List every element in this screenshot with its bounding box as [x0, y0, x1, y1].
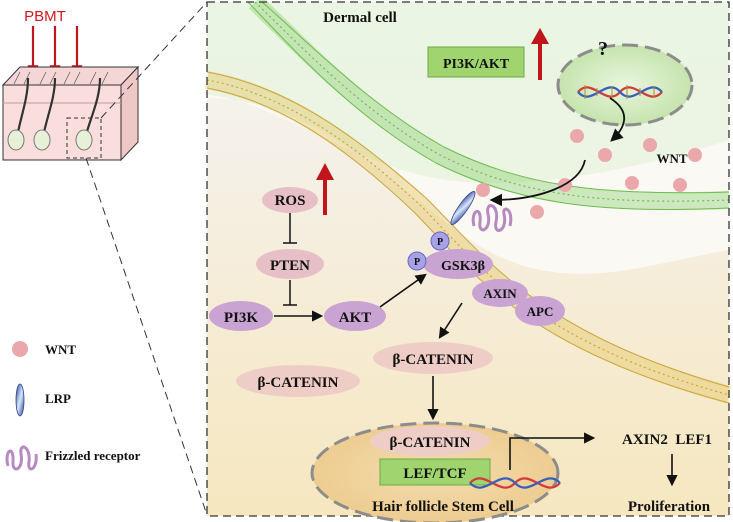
pbmt-arrows [27, 26, 83, 77]
legend: WNT LRP Frizzled receptor [5, 341, 141, 471]
beta-catenin-nucleus-label: β-CATENIN [390, 435, 471, 451]
frizzled-receptor-icon [471, 204, 513, 232]
phospho-site-2 [407, 251, 427, 271]
stem-cell-membrane [205, 71, 732, 404]
dermal-cell-title: Dermal cell [323, 10, 397, 26]
pi3k-label: PI3K [224, 310, 259, 326]
ros-up-arrow-icon [316, 163, 334, 215]
question-mark: ? [598, 38, 608, 60]
skin-cube: PBMT [1, 8, 140, 162]
lrp-icon [450, 191, 476, 225]
lrp-legend-icon [15, 383, 25, 417]
zoom-panel: Dermal cell PI3K/AKT ? [205, 0, 732, 522]
lef-tcf-label: LEF/TCF [403, 466, 466, 482]
pi3k-akt-label: PI3K/AKT [443, 57, 510, 72]
dermal-cell-membrane [247, 0, 730, 211]
proliferation-label: Proliferation [628, 499, 711, 515]
apc-label: APC [527, 304, 554, 319]
legend-lrp-label: LRP [45, 391, 71, 406]
ros-label: ROS [275, 193, 306, 209]
pi3k-akt-box [427, 46, 525, 78]
beta-catenin-free-label: β-CATENIN [258, 375, 339, 391]
ros-inhibits-pten [283, 213, 297, 244]
akt-to-gsk3b-arrow [379, 273, 427, 308]
pi3k-node [209, 301, 273, 331]
axin-label: AXIN [483, 286, 517, 301]
pten-node [256, 249, 324, 279]
complex-to-catenin-arrow [438, 302, 463, 339]
gsk3b-label: GSK3β [441, 259, 485, 274]
beta-catenin-nucleus-node [370, 426, 490, 456]
zoom-guide-lines [85, 1, 208, 516]
wnt-to-receptor-arrow [489, 159, 586, 207]
ros-node [262, 187, 318, 213]
beta-catenin-cytoplasm-label: β-CATENIN [393, 352, 474, 368]
phospho-label-2: P [414, 257, 420, 268]
up-arrow-icon [531, 28, 549, 80]
legend-wnt-label: WNT [45, 342, 76, 357]
dermal-nucleus [556, 43, 694, 127]
frizzled-legend-icon [5, 445, 38, 471]
hair-follicle-stem-cell-title: Hair follicle Stem Cell [372, 499, 514, 515]
receptor-complex [450, 191, 513, 232]
pbmt-label: PBMT [24, 8, 66, 25]
gsk3b-node [423, 249, 493, 279]
beta-catenin-free-node [236, 365, 360, 397]
legend-frizzled-label: Frizzled receptor [45, 448, 141, 463]
zoom-region [66, 117, 102, 159]
skin-top-face [1, 66, 140, 86]
pten-label: PTEN [270, 258, 310, 274]
wnt-dot-icon [12, 341, 28, 357]
phospho-label-1: P [437, 237, 443, 248]
phospho-site-1 [430, 231, 450, 251]
wnt-label: WNT [656, 151, 687, 166]
apc-node [515, 296, 565, 326]
axin-node [472, 279, 528, 307]
target-genes-label: AXIN2 LEF1 [622, 432, 712, 448]
akt-label: AKT [339, 310, 372, 326]
stem-dna-helix [469, 477, 561, 489]
nucleus-to-wnt-arrow [609, 97, 626, 142]
akt-node [324, 301, 386, 331]
hair-follicles [7, 77, 102, 151]
beta-catenin-cytoplasm-node [373, 342, 493, 374]
pten-inhibits-pi3k-akt [283, 280, 297, 306]
transcription-arrow [509, 432, 596, 470]
